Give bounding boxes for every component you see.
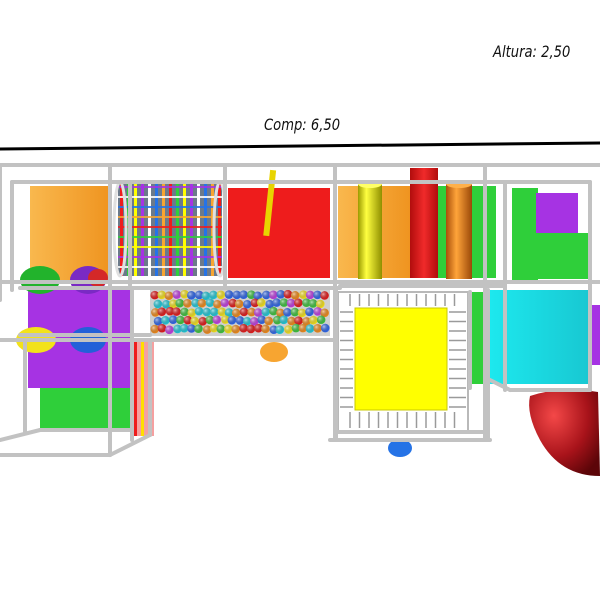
green-panel-corner [536, 233, 588, 279]
trampoline-mat [354, 307, 448, 411]
red-panel-center [228, 188, 330, 278]
metal-frame [0, 163, 600, 457]
rolling-barrel [112, 180, 228, 278]
purple-edge-right [590, 305, 600, 365]
red-post [410, 168, 438, 278]
green-panel-far-right [512, 188, 538, 280]
green-panel-bottom-left [40, 388, 130, 432]
yellow-cylinder [358, 183, 382, 279]
orange-cylinder [446, 183, 472, 279]
orange-pad [260, 342, 288, 362]
blue-pad [388, 439, 412, 457]
ball-pit-balls [150, 289, 330, 335]
length-dimension-line [0, 141, 600, 151]
purple-panel-far-right [536, 193, 578, 233]
red-obstacle-ball [88, 269, 108, 287]
length-dimension-label: Comp: 6,50 [264, 115, 341, 134]
trampoline [337, 291, 469, 433]
height-dimension-label: Altura: 2,50 [493, 42, 571, 61]
yellow-pole [263, 169, 277, 237]
orange-panel-left [30, 186, 110, 280]
red-dome-slide [529, 389, 600, 476]
